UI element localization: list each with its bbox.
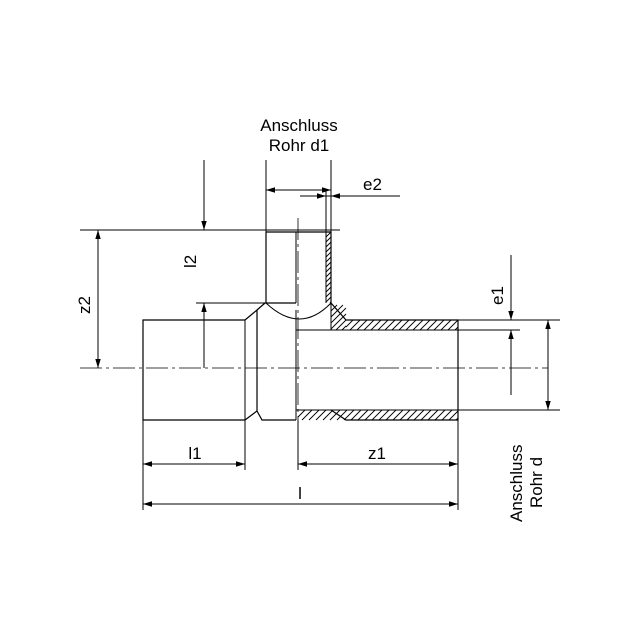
dimension-lines [95, 160, 551, 507]
rohr-d1-label: Rohr d1 [269, 136, 329, 155]
z2-label: z2 [75, 296, 94, 314]
right-spigot-outline [330, 302, 459, 421]
l1-label: l1 [188, 444, 201, 463]
anschluss-top-label: Anschluss [260, 116, 337, 135]
z1-label: z1 [368, 444, 386, 463]
e1-label: e1 [488, 286, 507, 305]
extension-lines [80, 160, 560, 510]
left-socket-outline [142, 308, 258, 421]
e2-label: e2 [363, 175, 382, 194]
l2-label: l2 [181, 255, 200, 268]
hatched-walls [297, 231, 459, 421]
dimension-labels: Anschluss Rohr d1 e2 l2 z2 e1 l1 z1 l An… [75, 116, 546, 522]
branch-spigot-outline [265, 231, 332, 303]
rohr-d-label: Rohr d [527, 457, 546, 508]
l-label: l [298, 484, 302, 503]
tee-body-left [256, 302, 296, 421]
anschluss-right-label: Anschluss [507, 445, 526, 522]
centerlines [80, 218, 548, 470]
